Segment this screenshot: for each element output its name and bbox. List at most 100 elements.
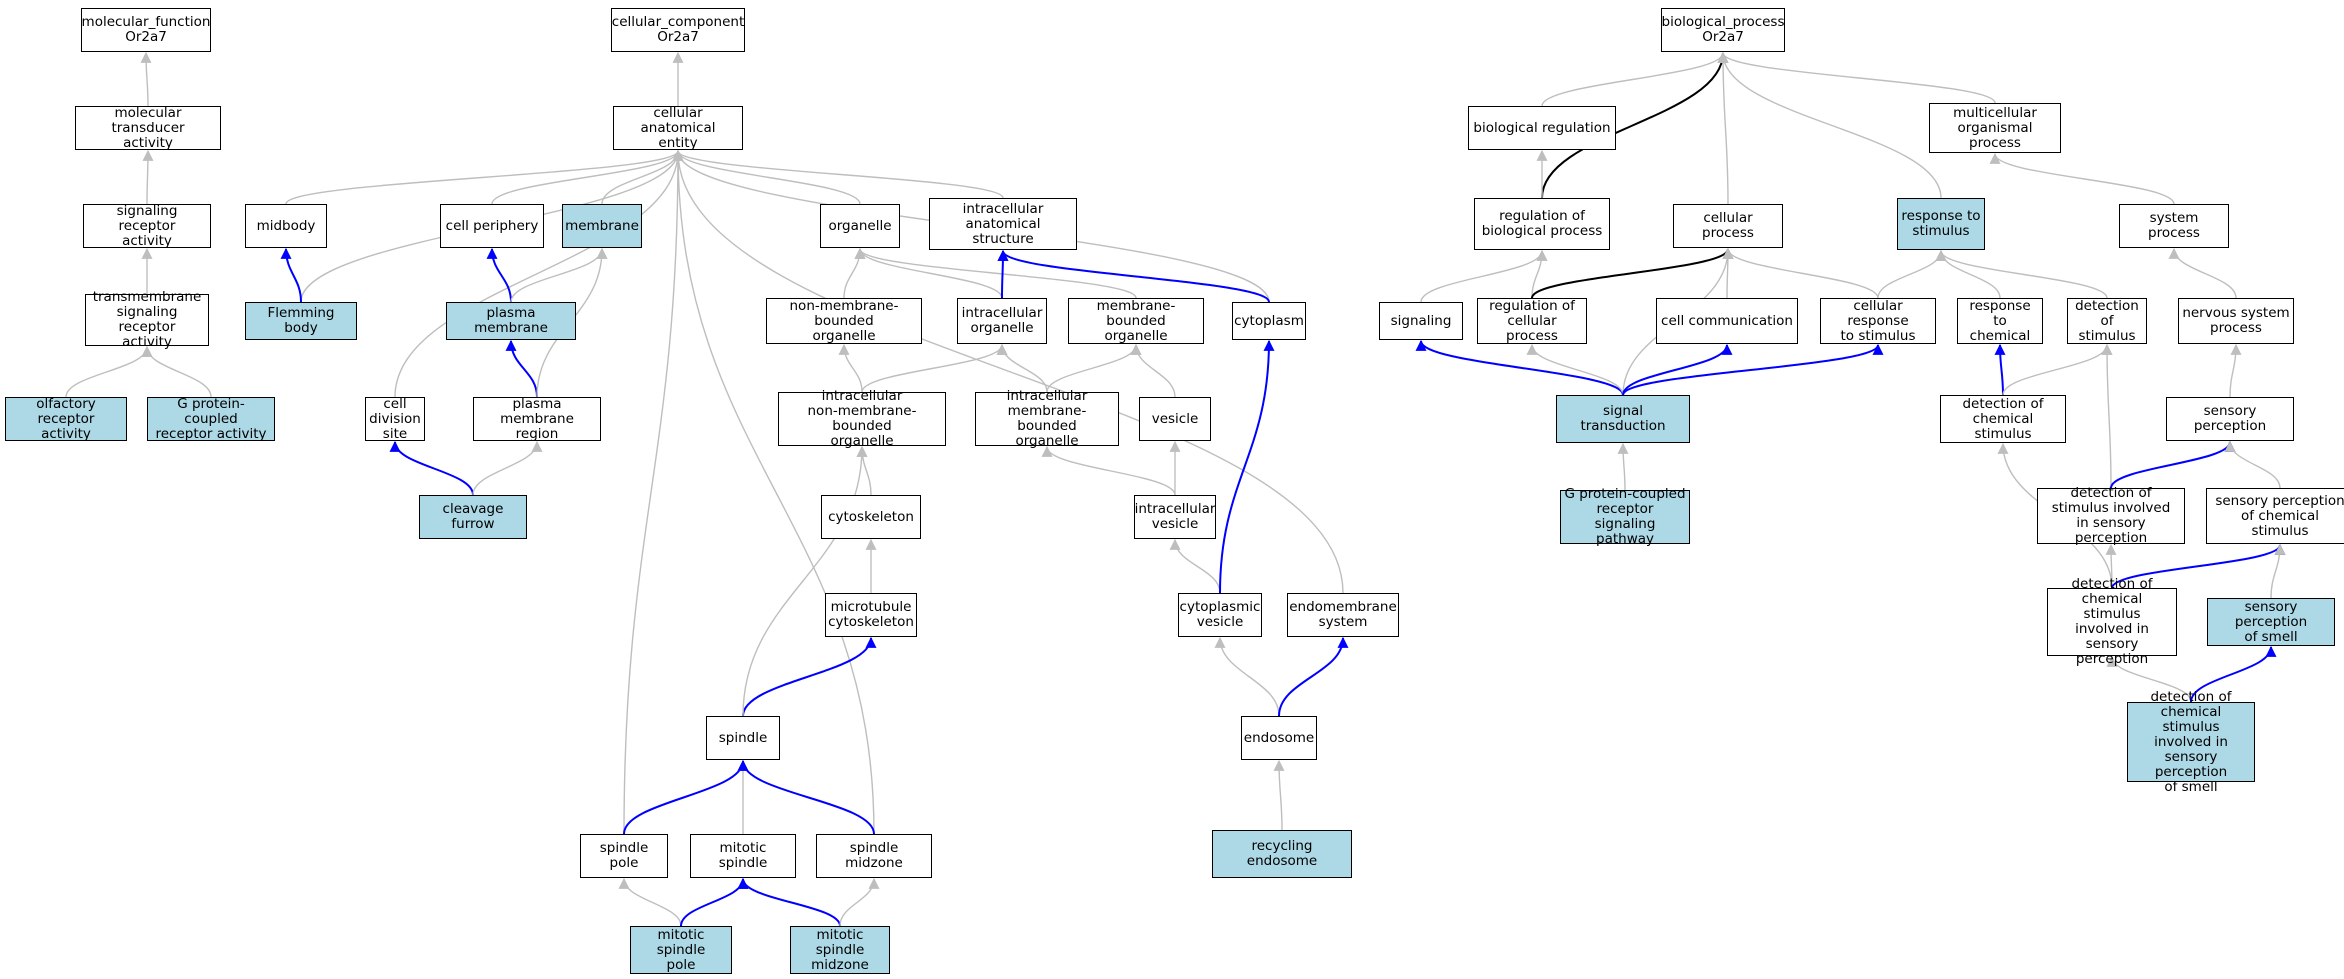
go-term-msm[interactable]: mitotic spindle midzone <box>790 926 890 974</box>
go-term-io[interactable]: intracellular organelle <box>957 298 1047 344</box>
go-term-docs[interactable]: detection of chemical stimulus <box>1940 395 2066 443</box>
edge-endosome-to-cv <box>1214 636 1280 717</box>
go-term-tsra[interactable]: transmembrane signaling receptor activit… <box>85 290 209 350</box>
edge-rcp-to-rbp <box>1531 249 1548 299</box>
edge-iv-to-imbo <box>1041 445 1176 496</box>
edge-rbp-to-bp <box>1541 51 1729 199</box>
edge-imbo-to-io <box>996 343 1048 393</box>
edge-st-to-rcp <box>1526 343 1624 396</box>
edge-imbo-to-mbo <box>1046 343 1142 393</box>
edge-endosome-to-ems <box>1278 636 1349 717</box>
go-term-cv[interactable]: cytoplasmic vesicle <box>1178 593 1262 637</box>
go-term-breg[interactable]: biological regulation <box>1468 106 1616 150</box>
edge-msm-to-smid <box>839 877 880 927</box>
edge-signaling-to-rbp <box>1420 249 1548 303</box>
edge-rcp-to-cp <box>1531 247 1734 299</box>
go-term-sra[interactable]: signaling receptor activity <box>83 203 211 248</box>
edge-inmbo-to-io <box>861 343 1008 393</box>
go-term-gpcr[interactable]: G protein-coupled receptor activity <box>147 396 275 441</box>
edge-io-to-ias <box>997 249 1009 299</box>
edge-cv-to-cyto <box>1219 339 1275 594</box>
go-term-organelle[interactable]: organelle <box>820 204 900 248</box>
edge-nsp-to-sysp <box>2168 247 2237 299</box>
go-term-rtc[interactable]: response to chemical <box>1957 298 2043 344</box>
edge-msp-to-sp <box>618 877 682 927</box>
edge-io-to-organelle <box>854 247 1003 299</box>
edge-sp-to-spindle <box>623 759 749 835</box>
go-term-mtc[interactable]: microtubule cytoskeleton <box>825 593 917 637</box>
edge-cp-to-bp <box>1717 51 1729 205</box>
edge-mbo-to-organelle <box>854 247 1137 299</box>
edge-cytosk-to-inmbo <box>856 445 872 496</box>
go-term-mf[interactable]: molecular_function Or2a7 <box>81 8 211 52</box>
go-term-cae[interactable]: cellular anatomical entity <box>613 105 743 150</box>
go-term-msp[interactable]: mitotic spindle pole <box>630 926 732 974</box>
go-term-ias[interactable]: intracellular anatomical structure <box>929 198 1077 250</box>
edge-cyto-to-ias <box>997 249 1270 303</box>
edge-organelle-to-cae <box>672 149 861 205</box>
go-term-ora[interactable]: olfactory receptor activity <box>5 396 127 441</box>
go-term-smid[interactable]: spindle midzone <box>816 834 932 878</box>
edge-sp-to-cae <box>623 149 684 835</box>
go-term-spindle[interactable]: spindle <box>706 716 780 760</box>
go-term-sper[interactable]: sensory perception <box>2166 397 2294 441</box>
go-term-rcp[interactable]: regulation of cellular process <box>1477 298 1587 344</box>
go-term-dos[interactable]: detection of stimulus <box>2067 298 2147 344</box>
edge-crs-to-rts <box>1877 249 1947 299</box>
go-term-rts[interactable]: response to stimulus <box>1897 198 1985 250</box>
edge-gpcrsp-to-st <box>1617 442 1629 491</box>
go-term-gpcrsp[interactable]: G protein-coupled receptor signaling pat… <box>1560 487 1690 547</box>
go-term-cds[interactable]: cell division site <box>365 396 425 441</box>
go-term-membrane[interactable]: membrane <box>562 204 642 248</box>
go-term-ccomm[interactable]: cell communication <box>1656 298 1798 344</box>
go-term-ems[interactable]: endomembrane system <box>1287 593 1399 637</box>
go-term-mbo[interactable]: membrane-bounded organelle <box>1068 298 1204 344</box>
go-term-crs[interactable]: cellular response to stimulus <box>1820 298 1936 344</box>
edge-cf-to-pmr <box>472 440 543 496</box>
edge-st-to-ccomm <box>1622 343 1733 396</box>
go-term-iv[interactable]: intracellular vesicle <box>1134 495 1216 539</box>
edge-ias-to-cae <box>672 149 1004 199</box>
go-term-imbo[interactable]: intracellular membrane-bounded organelle <box>975 389 1119 449</box>
edge-st-to-signaling <box>1415 339 1624 396</box>
go-term-nmbo[interactable]: non-membrane-bounded organelle <box>766 298 922 344</box>
go-term-nsp[interactable]: nervous system process <box>2178 298 2294 344</box>
go-term-midbody[interactable]: midbody <box>245 204 327 248</box>
go-term-spos[interactable]: sensory perception of smell <box>2207 598 2335 646</box>
go-term-pm[interactable]: plasma membrane <box>446 302 576 340</box>
go-term-sp[interactable]: spindle pole <box>580 834 668 878</box>
go-term-mta[interactable]: molecular transducer activity <box>75 105 221 150</box>
edge-docs-to-dos <box>2002 343 2113 396</box>
go-term-docsisp[interactable]: detection of chemical stimulus involved … <box>2047 577 2177 667</box>
go-term-sysp[interactable]: system process <box>2119 204 2229 248</box>
go-term-dosisp[interactable]: detection of stimulus involved in sensor… <box>2037 486 2185 546</box>
go-term-docsispos[interactable]: detection of chemical stimulus involved … <box>2127 689 2255 794</box>
go-term-spcs[interactable]: sensory perception of chemical stimulus <box>2206 488 2344 544</box>
edge-dosisp-to-sper <box>2110 440 2236 489</box>
go-term-st[interactable]: signal transduction <box>1556 395 1690 443</box>
go-term-pmr[interactable]: plasma membrane region <box>473 396 601 441</box>
edge-dosisp-to-dos <box>2101 343 2113 489</box>
go-term-mop[interactable]: multicellular organismal process <box>1929 103 2061 153</box>
edge-spos-to-spcs <box>2270 543 2286 599</box>
go-term-signaling[interactable]: signaling <box>1379 302 1463 340</box>
go-term-cf[interactable]: cleavage furrow <box>419 495 527 539</box>
go-term-inmbo[interactable]: intracellular non-membrane-bounded organ… <box>778 389 946 449</box>
go-term-cperi[interactable]: cell periphery <box>440 204 544 248</box>
go-term-cp[interactable]: cellular process <box>1673 204 1783 248</box>
go-term-cyto[interactable]: cytoplasm <box>1232 302 1306 340</box>
go-term-vesicle[interactable]: vesicle <box>1139 397 1211 441</box>
go-term-flem[interactable]: Flemming body <box>245 302 357 340</box>
go-term-endosome[interactable]: endosome <box>1241 716 1317 760</box>
go-term-re[interactable]: recycling endosome <box>1212 830 1352 878</box>
edge-crs-to-cp <box>1722 247 1879 299</box>
go-term-bp[interactable]: biological_process Or2a7 <box>1661 8 1785 52</box>
edge-sysp-to-mop <box>1989 152 2175 205</box>
go-term-ms[interactable]: mitotic spindle <box>690 834 796 878</box>
go-term-cc[interactable]: cellular_component Or2a7 <box>611 8 745 52</box>
go-term-cytosk[interactable]: cytoskeleton <box>821 495 921 539</box>
edge-inmbo-to-nmbo <box>838 343 863 393</box>
go-term-rbp[interactable]: regulation of biological process <box>1474 198 1610 250</box>
edge-sra-to-mta <box>142 149 154 205</box>
edge-docsisp-to-spcs <box>2111 543 2286 589</box>
